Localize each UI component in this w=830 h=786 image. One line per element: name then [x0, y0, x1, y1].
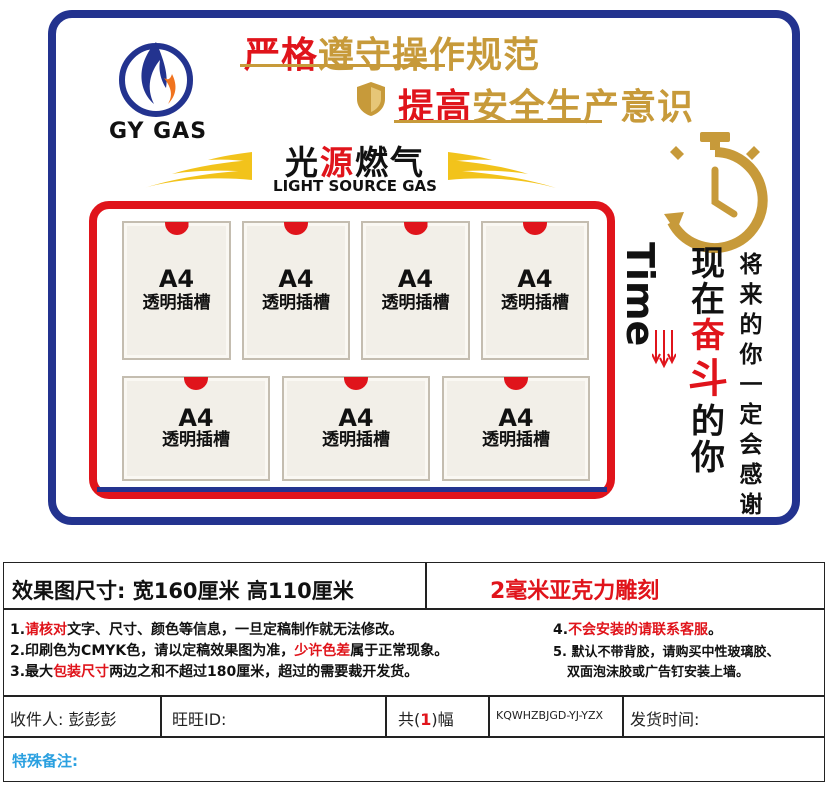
stopwatch-icon	[664, 132, 768, 253]
slot-label: 透明插槽	[322, 430, 390, 450]
slogan1-underline	[240, 64, 445, 67]
special-remark: 特殊备注:	[12, 752, 78, 770]
note-text: 。	[708, 622, 723, 638]
motto-char: 的	[691, 402, 725, 442]
pin-dot	[403, 222, 428, 235]
a4-slot: A4 透明插槽	[282, 376, 430, 481]
slot-size: A4	[498, 404, 534, 432]
order-info-table	[3, 562, 825, 782]
note-highlight: 请核对	[25, 622, 68, 638]
table-divider	[3, 695, 825, 697]
a4-slot: A4 透明插槽	[442, 376, 590, 481]
pin-dot	[164, 222, 189, 235]
company-name-english: LIGHT SOURCE GAS	[273, 177, 437, 195]
slot-label: 透明插槽	[142, 293, 211, 313]
note-text: 属于正常现象。	[350, 643, 449, 659]
motto-thank-text: 将来的你一定会感谢	[739, 252, 763, 518]
motto-char-red: 奋	[691, 316, 725, 356]
table-divider	[425, 562, 427, 609]
count-suffix: )幅	[431, 710, 454, 729]
count-field: 共(1)幅	[398, 706, 454, 730]
shield-icon	[357, 82, 385, 116]
a4-slot: A4 透明插槽	[361, 221, 470, 360]
note-text: 文字、尺寸、颜色等信息，一旦定稿制作就无法修改。	[67, 622, 404, 638]
left-wing-ornament-icon	[144, 152, 252, 188]
table-divider	[385, 695, 387, 736]
company-name: 光源燃气	[262, 136, 448, 184]
a4-slot: A4 透明插槽	[122, 376, 270, 481]
slogan1-gold: 遵守操作规范	[318, 35, 541, 76]
count-value: 1	[420, 710, 432, 729]
slot-size: A4	[158, 265, 195, 293]
wangwang-field: 旺旺ID:	[172, 710, 227, 729]
note-3: 3.最大包装尺寸两边之和不超过180厘米，超过的需要裁开发货。	[10, 662, 418, 682]
table-divider	[3, 736, 825, 738]
slot-label: 透明插槽	[501, 293, 569, 313]
motto-thank-column: 将来的你一定会感谢	[736, 250, 766, 520]
slogan1-red: 严格	[244, 35, 319, 76]
material-label: 2毫米亚克力雕刻	[490, 579, 660, 604]
slot-label: 透明插槽	[381, 293, 450, 313]
pin-dot	[184, 377, 208, 390]
size-label: 效果图尺寸: 宽160厘米 高110厘米	[12, 579, 354, 603]
a4-slot: A4 透明插槽	[242, 221, 350, 360]
slot-size: A4	[178, 404, 214, 432]
pin-dot	[504, 377, 528, 390]
motto-char: 你	[691, 438, 725, 478]
motto-char: 在	[691, 280, 725, 320]
table-divider	[488, 695, 490, 736]
motto-now-column: 现 在 奋 斗 的 你	[686, 246, 730, 476]
recipient-field: 收件人: 彭彭彭	[10, 710, 117, 729]
slot-label: 透明插槽	[482, 430, 550, 450]
a4-slot: A4 透明插槽	[481, 221, 589, 360]
note-5b: 双面泡沫胶或广告钉安装上墙。	[567, 665, 750, 680]
note-2: 2.印刷色为CMYK色，请以定稿效果图为准，少许色差属于正常现象。	[10, 641, 448, 661]
pin-dot	[344, 377, 368, 390]
company-part1: 光	[285, 143, 320, 182]
note-highlight: 少许色差	[294, 643, 351, 659]
note-1: 1.请核对文字、尺寸、颜色等信息，一旦定稿制作就无法修改。	[10, 620, 403, 640]
note-text: 2.印刷色为CMYK色，请以定稿效果图为准，	[10, 643, 295, 659]
pin-dot	[284, 222, 308, 235]
ship-time-field: 发货时间:	[630, 710, 700, 729]
table-divider	[3, 608, 825, 610]
down-arrows-icon	[652, 330, 676, 369]
company-part3: 燃气	[355, 143, 425, 182]
motto-char-red: 斗	[688, 356, 728, 402]
note-highlight: 不会安装的请联系客服	[568, 622, 709, 638]
count-prefix: 共(	[398, 710, 421, 729]
pin-dot	[523, 222, 547, 235]
slogan-line-1: 严格遵守操作规范	[244, 26, 540, 78]
slogan2-underline	[394, 120, 602, 123]
right-wing-ornament-icon	[448, 152, 556, 188]
note-highlight: 包装尺寸	[53, 664, 110, 680]
company-part2: 源	[320, 143, 355, 182]
note-num: 1.	[10, 622, 26, 638]
note-text: 3.最大	[10, 664, 54, 680]
slot-size: A4	[278, 265, 314, 293]
slot-label: 透明插槽	[262, 293, 330, 313]
motto-char: 现	[691, 244, 725, 284]
table-divider	[622, 695, 624, 736]
note-num: 4.	[553, 622, 569, 638]
slot-size: A4	[338, 404, 374, 432]
note-5a: 5. 默认不带背胶，请购买中性玻璃胶、	[553, 645, 780, 660]
product-code: KQWHZBJGD-YJ-YZX	[496, 709, 604, 722]
table-divider	[160, 695, 162, 736]
slot-size: A4	[517, 265, 553, 293]
slot-frame-base	[97, 487, 607, 492]
note-4: 4.不会安装的请联系客服。	[553, 620, 722, 640]
flame-logo-icon	[119, 42, 193, 117]
note-text: 两边之和不超过180厘米，超过的需要裁开发货。	[109, 664, 419, 680]
slot-label: 透明插槽	[162, 430, 230, 450]
slot-size: A4	[397, 265, 434, 293]
a4-slot: A4 透明插槽	[122, 221, 231, 360]
brand-name: GY GAS	[108, 119, 208, 144]
slot-frame	[89, 201, 615, 499]
